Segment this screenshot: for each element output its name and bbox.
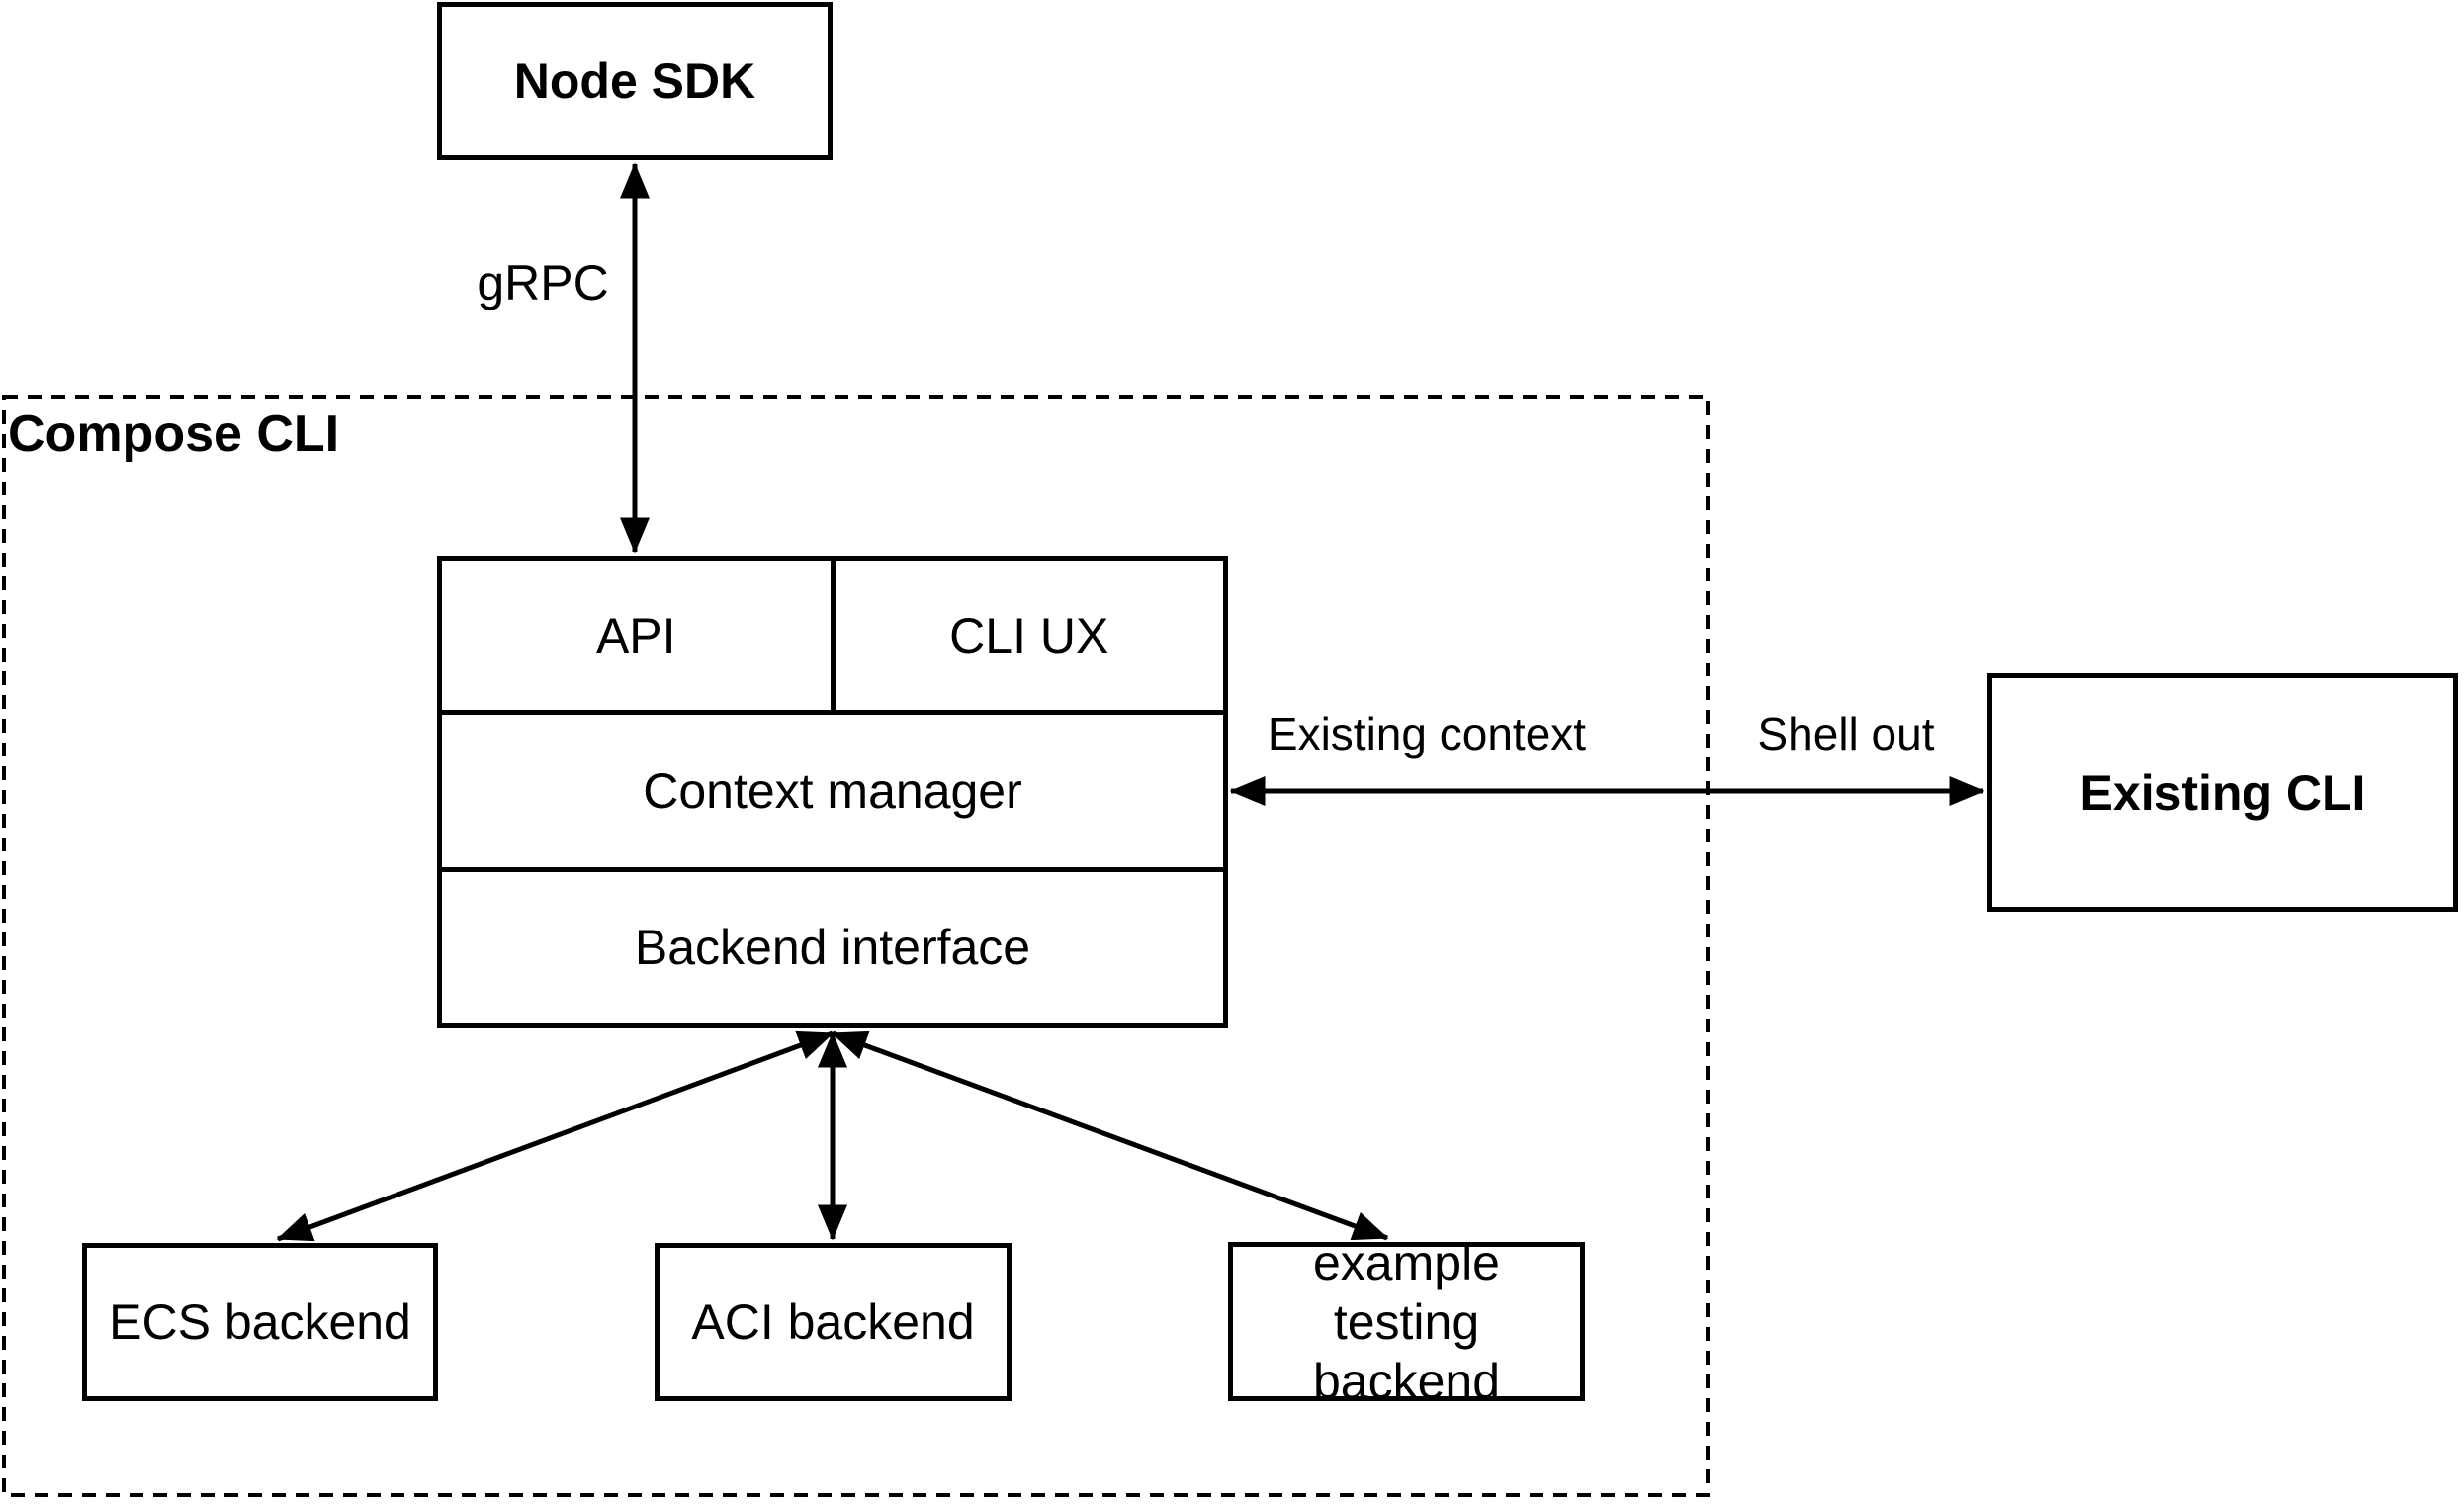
compose-cli-label: Compose CLI: [8, 405, 340, 463]
example-testing-backend-box: example testing backend: [1228, 1235, 1585, 1409]
shell-out-edge-label: Shell out: [1757, 708, 1935, 759]
stack-top-row: API CLI UX: [442, 561, 1224, 716]
backend-interface-cell: Backend interface: [442, 872, 1223, 1023]
existing-context-edge-label: Existing context: [1267, 708, 1587, 759]
existing-cli-box: Existing CLI: [1987, 673, 2458, 912]
existing-cli-label: Existing CLI: [2079, 764, 2366, 821]
compose-cli-container: [2, 395, 1710, 1497]
context-manager-cell: Context manager: [442, 715, 1223, 872]
aci-backend-label: ACI backend: [691, 1294, 975, 1350]
cli-ux-cell: CLI UX: [836, 561, 1224, 710]
example-testing-backend-label: example testing backend: [1312, 1234, 1501, 1409]
aci-backend-box: ACI backend: [655, 1243, 1012, 1401]
context-manager-label: Context manager: [643, 763, 1022, 820]
ecs-backend-arrow: [276, 1030, 835, 1242]
backend-interface-label: Backend interface: [634, 920, 1031, 976]
api-label: API: [595, 607, 676, 664]
grpc-edge-label: gRPC: [477, 255, 609, 310]
cli-ux-label: CLI UX: [949, 607, 1109, 664]
example-testing-backend-arrow: [831, 1030, 1389, 1241]
node-sdk-label: Node SDK: [513, 53, 756, 109]
ecs-backend-box: ECS backend: [82, 1243, 438, 1401]
ecs-backend-label: ECS backend: [109, 1294, 411, 1350]
api-cell: API: [442, 561, 836, 711]
compose-cli-stack-box: API CLI UX Context manager Backend inter…: [437, 556, 1228, 1028]
node-sdk-box: Node SDK: [437, 2, 833, 160]
